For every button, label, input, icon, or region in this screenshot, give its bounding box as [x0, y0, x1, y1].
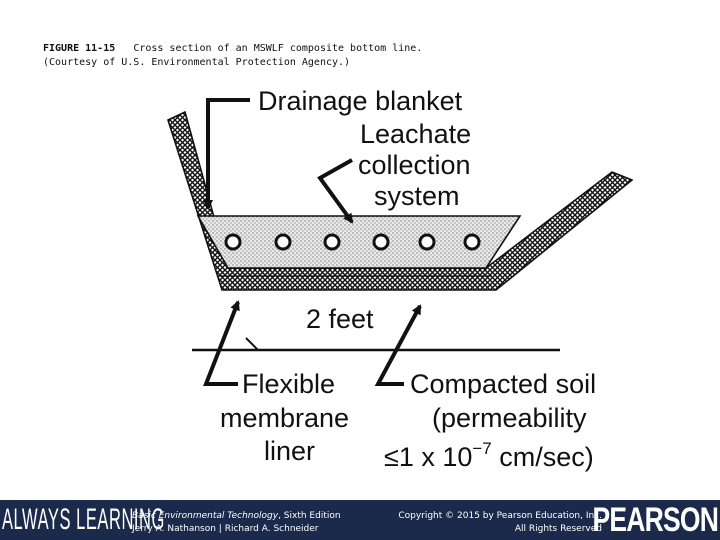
book-citation: Basic Environmental Technology, Sixth Ed… — [132, 510, 341, 536]
leachate-collection-pipes — [224, 233, 481, 251]
collection-pipe — [418, 233, 436, 251]
collection-pipe — [323, 233, 341, 251]
book-authors: Jerry A. Nathanson | Richard A. Schneide… — [132, 524, 319, 534]
liner-cross-section-diagram: Drainage blanket Leachate collection sys… — [167, 86, 634, 472]
collection-pipe — [224, 233, 242, 251]
drainage-blanket-layer — [196, 215, 522, 269]
soil-label-line-2: (permeability — [432, 403, 587, 433]
figure-caption: FIGURE 11-15 Cross section of an MSWLF c… — [43, 42, 643, 70]
figure-credit: (Courtesy of U.S. Environmental Protecti… — [43, 57, 351, 68]
leachate-label-line-3: system — [374, 181, 460, 211]
permeability-exponent: −7 — [472, 439, 491, 458]
book-edition: , Sixth Edition — [278, 511, 341, 521]
collection-pipe — [372, 233, 390, 251]
footer-bar: ALWAYS LEARNING Basic Environmental Tech… — [0, 500, 720, 540]
collection-pipe — [274, 233, 292, 251]
permeability-prefix: ≤1 x 10 — [384, 442, 472, 472]
flexible-membrane-liner — [167, 110, 634, 291]
permeability-units: cm/sec) — [492, 442, 594, 472]
book-title: Basic Environmental Technology — [132, 511, 279, 521]
figure-label: FIGURE 11-15 — [43, 43, 116, 54]
always-learning-tagline: ALWAYS LEARNING — [2, 503, 165, 536]
liner-leader — [203, 300, 240, 386]
leachate-label-line-2: collection — [358, 150, 471, 180]
copyright-notice: Copyright © 2015 by Pearson Education, I… — [398, 510, 602, 536]
soil-label-line-1: Compacted soil — [410, 369, 596, 399]
drainage-blanket-label: Drainage blanket — [258, 86, 463, 116]
liner-label-line-1: Flexible — [242, 369, 335, 399]
compacted-soil-leader — [374, 304, 422, 386]
thickness-label: 2 feet — [306, 304, 374, 334]
copyright-line: Copyright © 2015 by Pearson Education, I… — [398, 511, 602, 521]
liner-label-line-3: liner — [264, 436, 315, 466]
drainage-blanket-leader — [203, 98, 250, 210]
leachate-label-line-1: Leachate — [360, 119, 471, 149]
soil-label-line-3: ≤1 x 10−7 cm/sec) — [384, 439, 594, 472]
figure-title: Cross section of an MSWLF composite bott… — [133, 43, 423, 54]
leachate-system-leader — [317, 158, 354, 224]
collection-pipe — [463, 233, 481, 251]
book-title-line: Basic Environmental Technology, Sixth Ed… — [132, 510, 341, 523]
pearson-logo: PEARSON — [592, 501, 718, 539]
rights-line: All Rights Reserved — [514, 524, 602, 534]
liner-label-line-2: membrane — [220, 403, 349, 433]
excavation-outline — [192, 337, 560, 351]
caption-line-1: FIGURE 11-15 Cross section of an MSWLF c… — [43, 42, 643, 56]
